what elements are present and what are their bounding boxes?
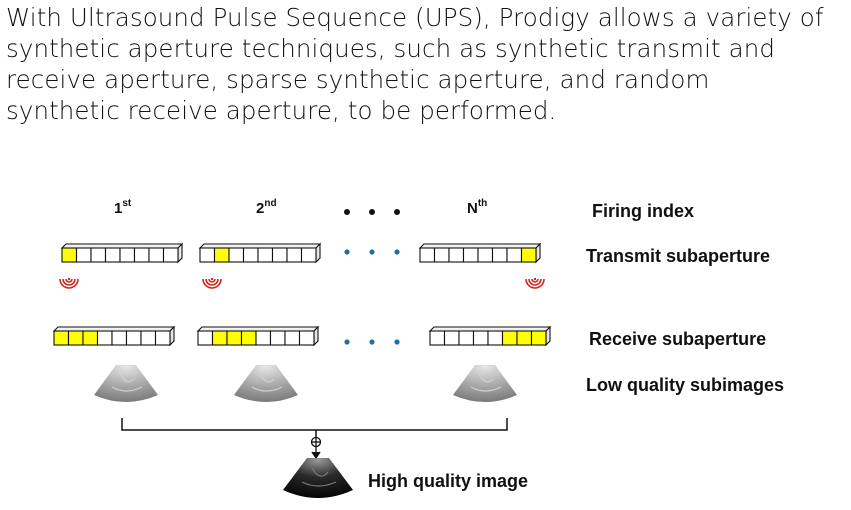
inactive-element <box>487 330 504 346</box>
inactive-element <box>269 330 286 346</box>
inactive-element <box>419 247 436 263</box>
inactive-element <box>448 247 465 263</box>
active-element <box>520 247 537 263</box>
intro-line-2: synthetic aperture techniques, such as s… <box>6 34 775 63</box>
inactive-element <box>433 247 450 263</box>
intro-line-4: synthetic receive aperture, to be perfor… <box>6 96 557 125</box>
active-element <box>240 330 257 346</box>
inactive-element <box>148 247 165 263</box>
active-element <box>82 330 99 346</box>
wave-icon <box>202 277 222 289</box>
active-element <box>516 330 533 346</box>
inactive-element <box>140 330 157 346</box>
inactive-element <box>96 330 113 346</box>
inactive-element <box>300 247 317 263</box>
inactive-element <box>255 330 272 346</box>
firing-nth-base: N <box>467 200 478 217</box>
label-high-quality-image: High quality image <box>368 471 529 491</box>
inactive-element <box>257 247 274 263</box>
inactive-element <box>75 247 92 263</box>
intro-line-1: With Ultrasound Pulse Sequence (UPS), Pr… <box>6 3 824 32</box>
inactive-element <box>429 330 446 346</box>
label-firing-index: Firing index <box>592 201 695 221</box>
inactive-element <box>125 330 142 346</box>
transmit-array-n <box>418 242 542 264</box>
inactive-element <box>228 247 245 263</box>
inactive-element <box>284 330 301 346</box>
receive-ellipsis <box>344 339 400 345</box>
subimage-n <box>453 365 517 402</box>
intro-text: With Ultrasound Pulse Sequence (UPS), Pr… <box>6 2 846 126</box>
inactive-element <box>133 247 150 263</box>
active-element <box>211 330 228 346</box>
firing-1st-suffix: st <box>122 198 132 209</box>
sum-icon <box>310 436 322 460</box>
firing-1st: 1st <box>114 198 131 217</box>
inactive-element <box>472 330 489 346</box>
inactive-element <box>298 330 315 346</box>
inactive-element <box>443 330 460 346</box>
inactive-element <box>104 247 121 263</box>
active-element <box>501 330 518 346</box>
receive-array-1 <box>52 325 176 347</box>
active-element <box>226 330 243 346</box>
inactive-element <box>242 247 259 263</box>
inactive-element <box>90 247 107 263</box>
high-quality-image <box>283 458 353 498</box>
active-element <box>530 330 547 346</box>
active-element <box>213 247 230 263</box>
inactive-element <box>154 330 171 346</box>
firing-nth: Nth <box>467 198 487 217</box>
label-low-quality-subimages: Low quality subimages <box>586 375 785 395</box>
inactive-element <box>477 247 494 263</box>
wave-icon <box>59 277 79 289</box>
firing-2nd-base: 2 <box>256 200 265 217</box>
transmit-ellipsis <box>344 249 400 255</box>
subimage-2 <box>234 365 298 402</box>
firing-nth-suffix: th <box>477 198 488 209</box>
firing-2nd: 2nd <box>256 198 277 217</box>
label-transmit-subaperture: Transmit subaperture <box>586 246 771 266</box>
inactive-element <box>119 247 136 263</box>
receive-array-n <box>428 325 552 347</box>
summation-bracket <box>121 418 508 438</box>
active-element <box>61 247 78 263</box>
intro-line-3: receive aperture, sparse synthetic apert… <box>6 65 710 94</box>
inactive-element <box>491 247 508 263</box>
transmit-array-2 <box>198 242 322 264</box>
label-receive-subaperture: Receive subaperture <box>589 329 767 349</box>
firing-2nd-suffix: nd <box>264 198 277 209</box>
inactive-element <box>458 330 475 346</box>
inactive-element <box>462 247 479 263</box>
wave-icon <box>525 277 545 289</box>
inactive-element <box>286 247 303 263</box>
inactive-element <box>197 330 214 346</box>
inactive-element <box>111 330 128 346</box>
receive-array-2 <box>196 325 320 347</box>
active-element <box>67 330 84 346</box>
inactive-element <box>162 247 179 263</box>
inactive-element <box>506 247 523 263</box>
active-element <box>53 330 70 346</box>
inactive-element <box>271 247 288 263</box>
transmit-array-1 <box>60 242 184 264</box>
firing-ellipsis <box>344 209 400 215</box>
firing-1st-base: 1 <box>114 200 123 217</box>
inactive-element <box>199 247 216 263</box>
subimage-1 <box>94 365 158 402</box>
